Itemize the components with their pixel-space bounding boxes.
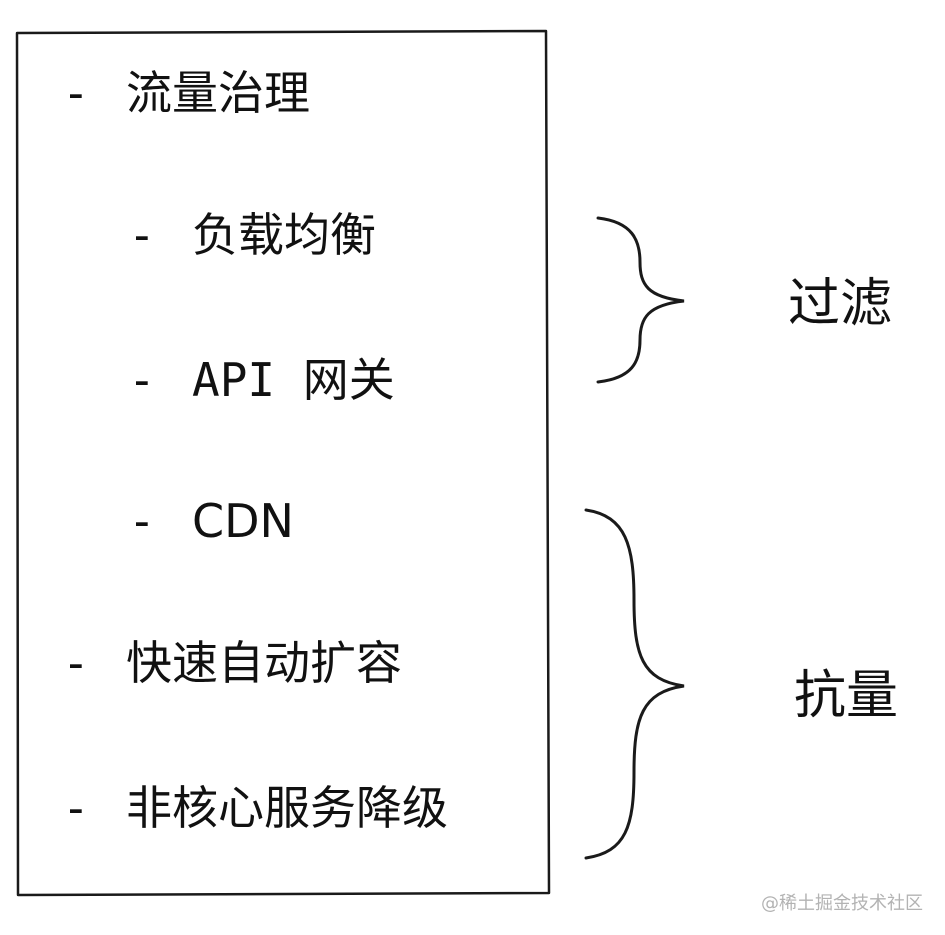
group-label-resist: 抗量 (794, 666, 899, 726)
bullet-dash: - (62, 781, 90, 835)
watermark: @稀土掘金技术社区 (761, 893, 923, 914)
bullet-dash: - (128, 494, 156, 548)
list-item-label: API 网关 (192, 353, 395, 407)
brace-filter (596, 216, 685, 384)
bullet-dash: - (62, 66, 90, 120)
group-label-filter: 过滤 (788, 274, 893, 334)
list-item-label: CDN (192, 494, 294, 548)
list-item-label: 快速自动扩容 (126, 636, 402, 690)
bullet-dash: - (62, 636, 90, 690)
list-item-label: 非核心服务降级 (126, 781, 448, 835)
bullet-dash: - (128, 353, 156, 407)
list-box (15, 29, 551, 897)
bullet-dash: - (128, 208, 156, 262)
list-item-label: 负载均衡 (192, 208, 376, 262)
list-item-label: 流量治理 (126, 66, 310, 120)
brace-resist (584, 508, 685, 860)
